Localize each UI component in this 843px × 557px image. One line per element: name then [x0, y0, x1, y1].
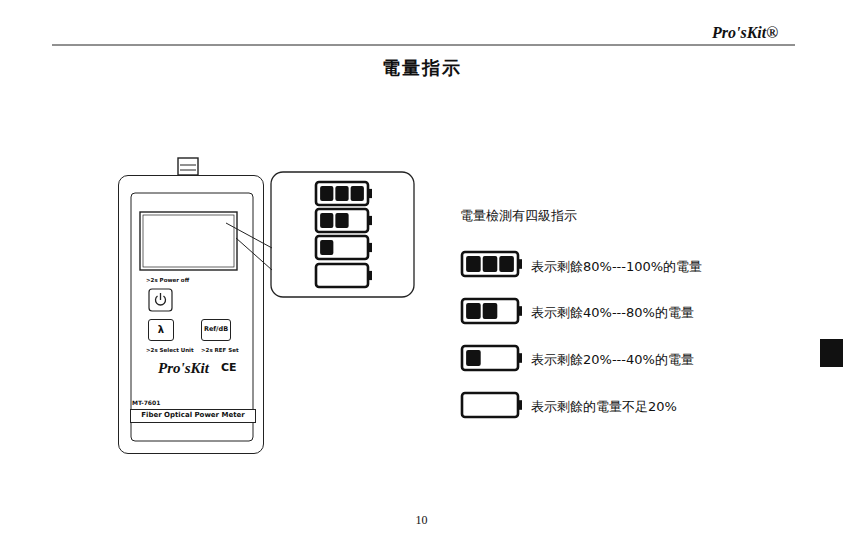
battery-terminal [518, 400, 522, 410]
power-icon [160, 293, 161, 300]
legend-text: 表示剩餘40%---80%的電量 [531, 306, 694, 321]
connector-ridge [180, 165, 196, 166]
device-logo: Pro'sKit [158, 360, 209, 377]
model-name: Fiber Optical Power Meter [131, 411, 255, 419]
battery-cell [335, 186, 348, 201]
legend-text: 表示剩餘80%---100%的電量 [531, 260, 702, 275]
battery-cell [466, 350, 481, 366]
battery-icon [316, 236, 368, 259]
battery-icon [462, 299, 518, 323]
power-button [149, 289, 172, 311]
battery-terminal [518, 306, 522, 316]
battery-icon [462, 393, 518, 417]
battery-cell [466, 256, 481, 272]
battery-terminal [518, 259, 522, 269]
lcd-inner [143, 215, 234, 267]
battery-cell [499, 256, 514, 272]
battery-icon [316, 182, 368, 205]
name-plate: Fiber Optical Power Meter [130, 409, 256, 423]
legend-text: 表示剩餘的電量不足20% [531, 400, 677, 415]
battery-cell [483, 256, 498, 272]
lambda-button: λ [148, 319, 174, 341]
battery-cell [320, 240, 333, 255]
battery-icon [316, 209, 368, 232]
battery-cell [335, 213, 348, 228]
connector-ridge [180, 170, 196, 171]
device-label: >2s Select Unit [146, 347, 194, 353]
ce-mark: CE [221, 362, 237, 375]
brand-logo: Pro'sKit® [712, 24, 778, 42]
battery-terminal [368, 216, 372, 225]
battery-cell [483, 303, 498, 319]
section-tab [820, 339, 843, 367]
button-label: Ref/dB [202, 326, 230, 333]
device-label: >2s Power off [146, 277, 189, 283]
callout-box [271, 172, 414, 297]
battery-terminal [368, 271, 372, 280]
battery-terminal [518, 353, 522, 363]
battery-icon [316, 264, 368, 287]
battery-cell [320, 213, 333, 228]
leader-line [236, 238, 272, 270]
header-rule [52, 45, 795, 46]
device-face [131, 193, 253, 441]
legend-heading: 電量檢測有四級指示 [460, 209, 577, 224]
battery-cell [320, 186, 333, 201]
lcd-screen [140, 212, 237, 270]
ref-button: Ref/dB [201, 319, 231, 341]
battery-cell [466, 303, 481, 319]
battery-icon [462, 346, 518, 370]
legend-text: 表示剩餘20%---40%的電量 [531, 353, 694, 368]
button-label: λ [149, 324, 173, 336]
page-number: 10 [0, 514, 843, 528]
leader-line [226, 223, 272, 248]
battery-icon [462, 252, 518, 276]
battery-terminal [368, 189, 372, 198]
battery-cell [351, 186, 364, 201]
device-label: >2s REF Set [201, 347, 239, 353]
meter-housing: >2s Power off >2s Select Unit >2s REF SetP… [118, 175, 264, 454]
fiber-connector [178, 158, 198, 175]
page-title: 電量指示 [0, 58, 843, 79]
battery-terminal [368, 243, 372, 252]
device-label: MT-7601 [132, 400, 160, 407]
